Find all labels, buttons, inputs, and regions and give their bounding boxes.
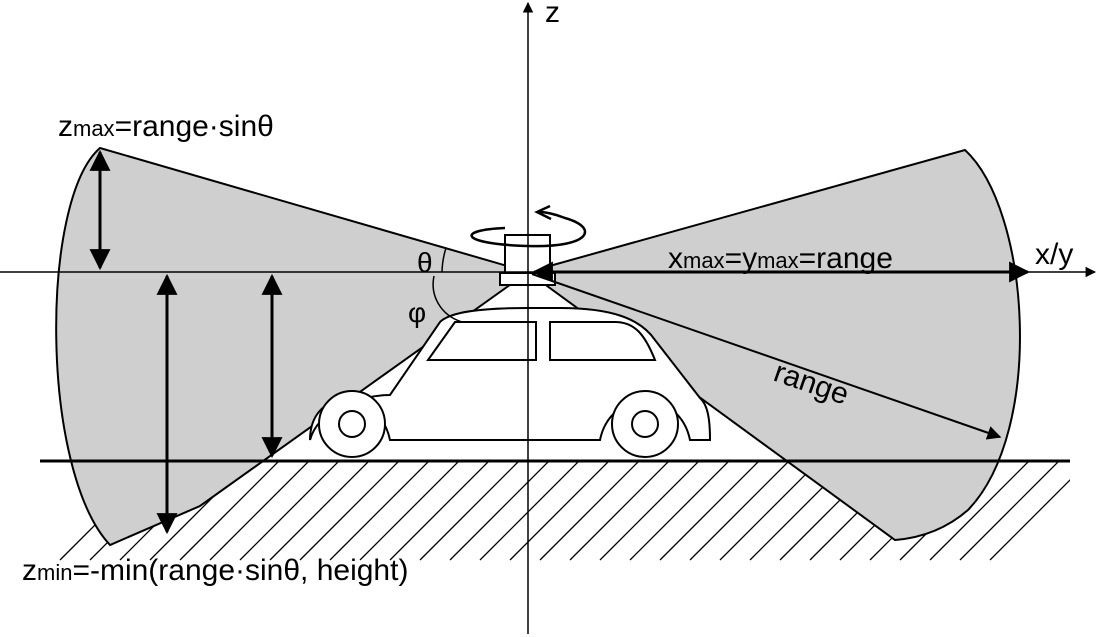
rotation-arrow-icon xyxy=(470,204,587,248)
zmin-main: z xyxy=(22,554,37,587)
zmin-rest: =-min(range·sinθ, height) xyxy=(72,554,408,587)
zmin-sub: min xyxy=(37,560,72,585)
xy-axis-label: x/y xyxy=(1035,238,1073,271)
zmax-rest: =range·sinθ xyxy=(115,110,274,143)
xmax-main: x xyxy=(668,242,683,275)
xmax-label: xmax=ymax=range xyxy=(668,242,893,275)
theta-arc xyxy=(441,247,447,273)
fov-right-region xyxy=(525,148,1021,542)
range-arrow xyxy=(531,273,1002,440)
xmax-rest: =range xyxy=(799,242,893,275)
theta-label: θ xyxy=(417,247,433,278)
z-axis-label: z xyxy=(545,0,560,29)
phi-label: φ xyxy=(408,297,426,328)
car-wheels xyxy=(318,390,679,458)
zmin-label: zmin=-min(range·sinθ, height) xyxy=(22,554,408,587)
phi-arc xyxy=(432,275,463,323)
zmax-main: z xyxy=(58,110,73,143)
ymax-sub: max xyxy=(757,248,799,273)
xmax-eq: =y xyxy=(725,242,758,275)
zmax-label: zmax=range·sinθ xyxy=(58,110,274,143)
xmax-sub: max xyxy=(683,248,725,273)
zmax-sub: max xyxy=(73,116,115,141)
